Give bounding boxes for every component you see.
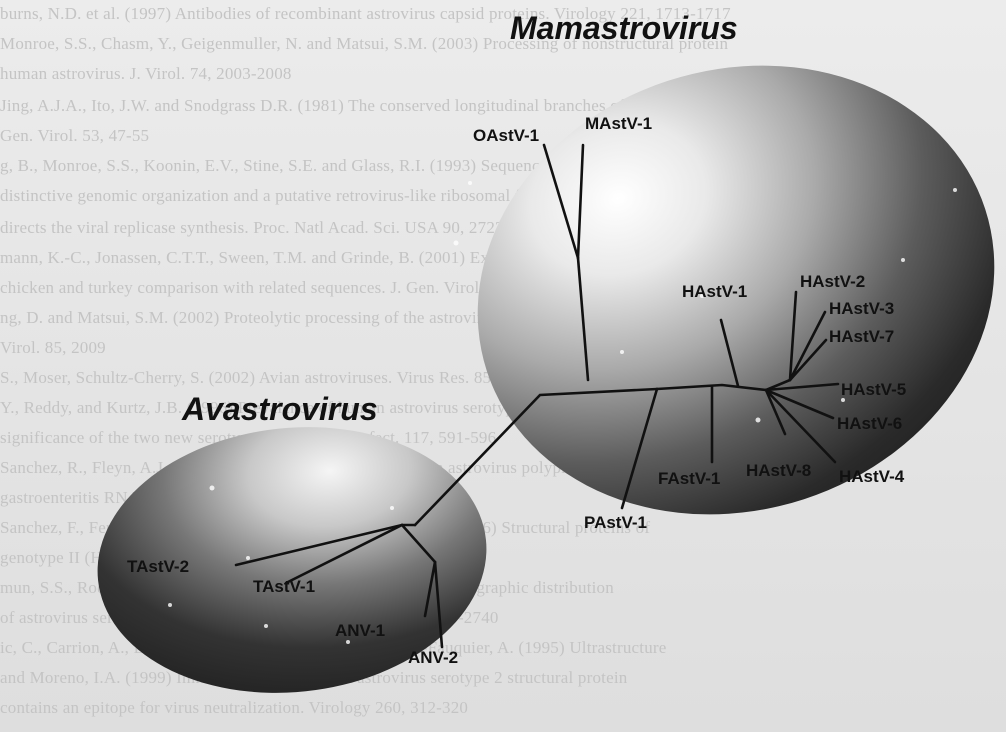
leaf-label-hastv1: HAstV-1 — [682, 282, 747, 301]
leaf-label-hastv4: HAstV-4 — [839, 467, 905, 486]
leaf-label-hastv6: HAstV-6 — [837, 414, 902, 433]
leaf-label-hastv2: HAstV-2 — [800, 272, 865, 291]
leaf-label-tastv2: TAstV-2 — [127, 557, 189, 576]
mamastrovirus-title: Mamastrovirus — [510, 10, 738, 46]
leaf-label-hastv8: HAstV-8 — [746, 461, 811, 480]
leaf-label-anv2: ANV-2 — [408, 648, 458, 667]
leaf-label-pastv1: PAstV-1 — [584, 513, 647, 532]
leaf-label-tastv1: TAstV-1 — [253, 577, 315, 596]
leaf-label-mastv1: MAstV-1 — [585, 114, 652, 133]
leaf-label-hastv3: HAstV-3 — [829, 299, 894, 318]
leaf-label-anv1: ANV-1 — [335, 621, 385, 640]
leaf-label-hastv5: HAstV-5 — [841, 380, 906, 399]
avastrovirus-title: Avastrovirus — [181, 391, 378, 427]
leaf-label-hastv7: HAstV-7 — [829, 327, 894, 346]
leaf-label-fastv1: FAstV-1 — [658, 469, 720, 488]
leaf-label-oastv1: OAstV-1 — [473, 126, 539, 145]
